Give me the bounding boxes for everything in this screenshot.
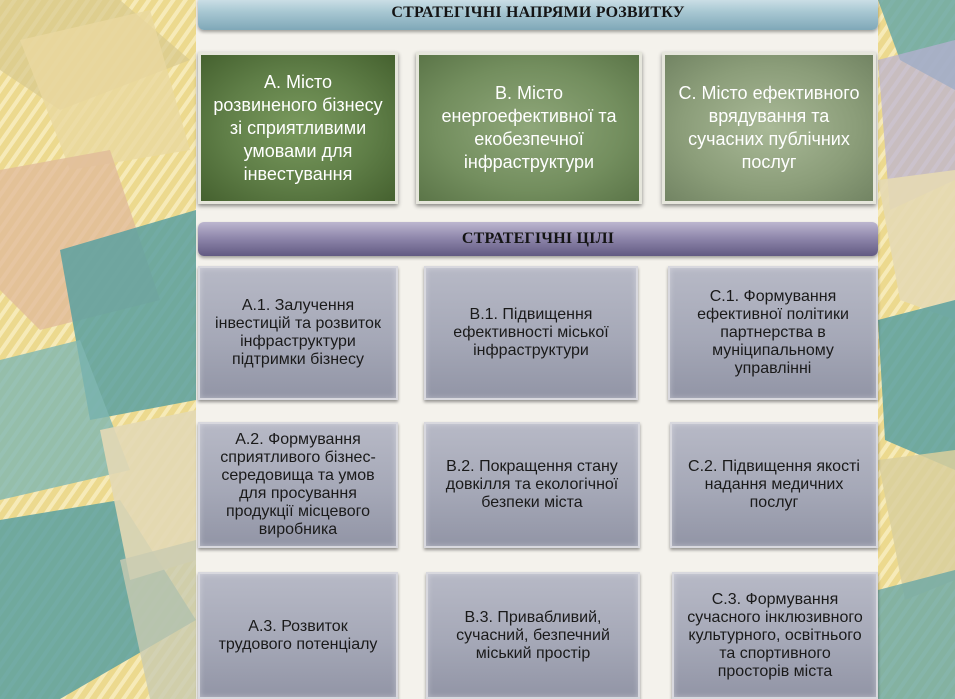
goal-c1-label: С.1. Формування ефективної політики парт… — [697, 288, 849, 377]
goal-a1-box: А.1. Залучення інвестицій та розвиток ін… — [198, 266, 398, 400]
goal-a2-box: А.2. Формування сприятливого бізнес- сер… — [198, 422, 398, 548]
goal-b3-box: В.3. Привабливий, сучасний, безпечний мі… — [426, 572, 640, 699]
goal-b2-box: В.2. Покращення стану довкілля та еколог… — [424, 422, 640, 548]
goal-b2-label: В.2. Покращення стану довкілля та еколог… — [445, 458, 619, 511]
goal-c3-box: С.3. Формування сучасного інклюзивного к… — [672, 572, 878, 699]
goal-b1-label: В.1. Підвищення ефективності міської інф… — [453, 306, 609, 359]
goal-a3-label: А.3. Розвиток трудового потенціалу — [218, 617, 378, 653]
direction-c-label: С. Місто ефективного врядування та сучас… — [678, 83, 860, 172]
goal-a3-box: А.3. Розвиток трудового потенціалу — [198, 572, 398, 699]
strategic-goals-header: СТРАТЕГІЧНІ ЦІЛІ — [198, 222, 878, 256]
goal-c1-box: С.1. Формування ефективної політики парт… — [668, 266, 878, 400]
direction-c-box: С. Місто ефективного врядування та сучас… — [662, 52, 876, 204]
direction-a-box: А. Місто розвиненого бізнесу зі сприятли… — [198, 52, 398, 204]
strategic-directions-header: СТРАТЕГІЧНІ НАПРЯМИ РОЗВИТКУ — [198, 0, 878, 30]
goal-a1-label: А.1. Залучення інвестицій та розвиток ін… — [215, 297, 381, 368]
goal-a2-label: А.2. Формування сприятливого бізнес- сер… — [220, 431, 376, 538]
goal-b3-label: В.3. Привабливий, сучасний, безпечний мі… — [456, 608, 610, 662]
goal-b1-box: В.1. Підвищення ефективності міської інф… — [424, 266, 638, 400]
goal-c2-label: С.2. Підвищення якості надання медичних … — [688, 458, 860, 511]
goal-c2-box: С.2. Підвищення якості надання медичних … — [670, 422, 878, 548]
direction-b-box: В. Місто енергоефективної та екобезпечно… — [416, 52, 642, 204]
direction-a-label: А. Місто розвиненого бізнесу зі сприятли… — [213, 71, 383, 184]
goal-c3-label: С.3. Формування сучасного інклюзивного к… — [687, 590, 863, 680]
direction-b-label: В. Місто енергоефективної та екобезпечно… — [441, 83, 617, 172]
strategic-goals-title: СТРАТЕГІЧНІ ЦІЛІ — [461, 230, 615, 247]
strategic-directions-title: СТРАТЕГІЧНІ НАПРЯМИ РОЗВИТКУ — [391, 4, 685, 21]
